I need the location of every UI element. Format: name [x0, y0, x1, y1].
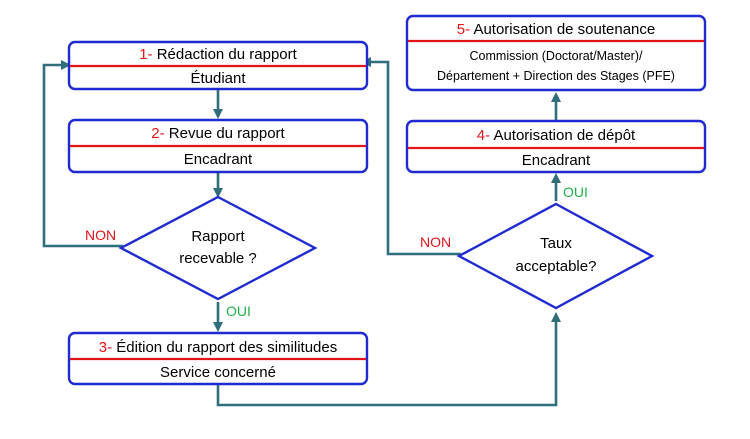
arrow-decision2-no-to-5: [361, 57, 461, 256]
decision-1-yes-label: OUI: [226, 303, 251, 319]
step-4-box: 4- Autorisation de dépôt Encadrant: [405, 119, 707, 174]
step-5-actor-line2: Département + Direction des Stages (PFE): [437, 69, 675, 83]
step-2-actor: Encadrant: [184, 151, 253, 168]
step-3-title: 3- Édition du rapport des similitudes: [99, 339, 337, 356]
decision-1-line1: Rapport: [191, 228, 245, 245]
step-2-box: 2- Revue du rapport Encadrant: [67, 118, 369, 174]
decision-1-line2: recevable ?: [179, 250, 257, 267]
decision-2-line2: acceptable?: [516, 258, 597, 275]
decision-2-diamond: Taux acceptable?: [456, 202, 655, 310]
decision-2-line1: Taux: [540, 235, 572, 252]
arrow-decision1-no-to-1: [42, 60, 123, 248]
connectors: [42, 57, 561, 407]
decision-2-no-label: NON: [420, 234, 451, 250]
step-1-title: 1- Rédaction du rapport: [139, 46, 297, 63]
step-3-box: 3- Édition du rapport des similitudes Se…: [67, 331, 369, 386]
step-1-actor: Étudiant: [190, 70, 246, 87]
step-2-title: 2- Revue du rapport: [151, 125, 285, 142]
step-4-title: 4- Autorisation de dépôt: [477, 127, 636, 144]
step-4-actor: Encadrant: [522, 152, 591, 169]
step-5-title: 5- Autorisation de soutenance: [457, 21, 655, 38]
arrow-3-to-decision2: [216, 312, 561, 407]
step-1-box: 1- Rédaction du rapport Étudiant: [67, 40, 369, 91]
decision-2-yes-label: OUI: [563, 184, 588, 200]
decision-1-diamond: Rapport recevable ?: [118, 195, 318, 301]
decision-1-no-label: NON: [85, 227, 116, 243]
step-5-box: 5- Autorisation de soutenance Commission…: [405, 14, 707, 92]
step-5-actor-line1: Commission (Doctorat/Master)/: [470, 49, 643, 63]
step-3-actor: Service concerné: [160, 364, 276, 381]
